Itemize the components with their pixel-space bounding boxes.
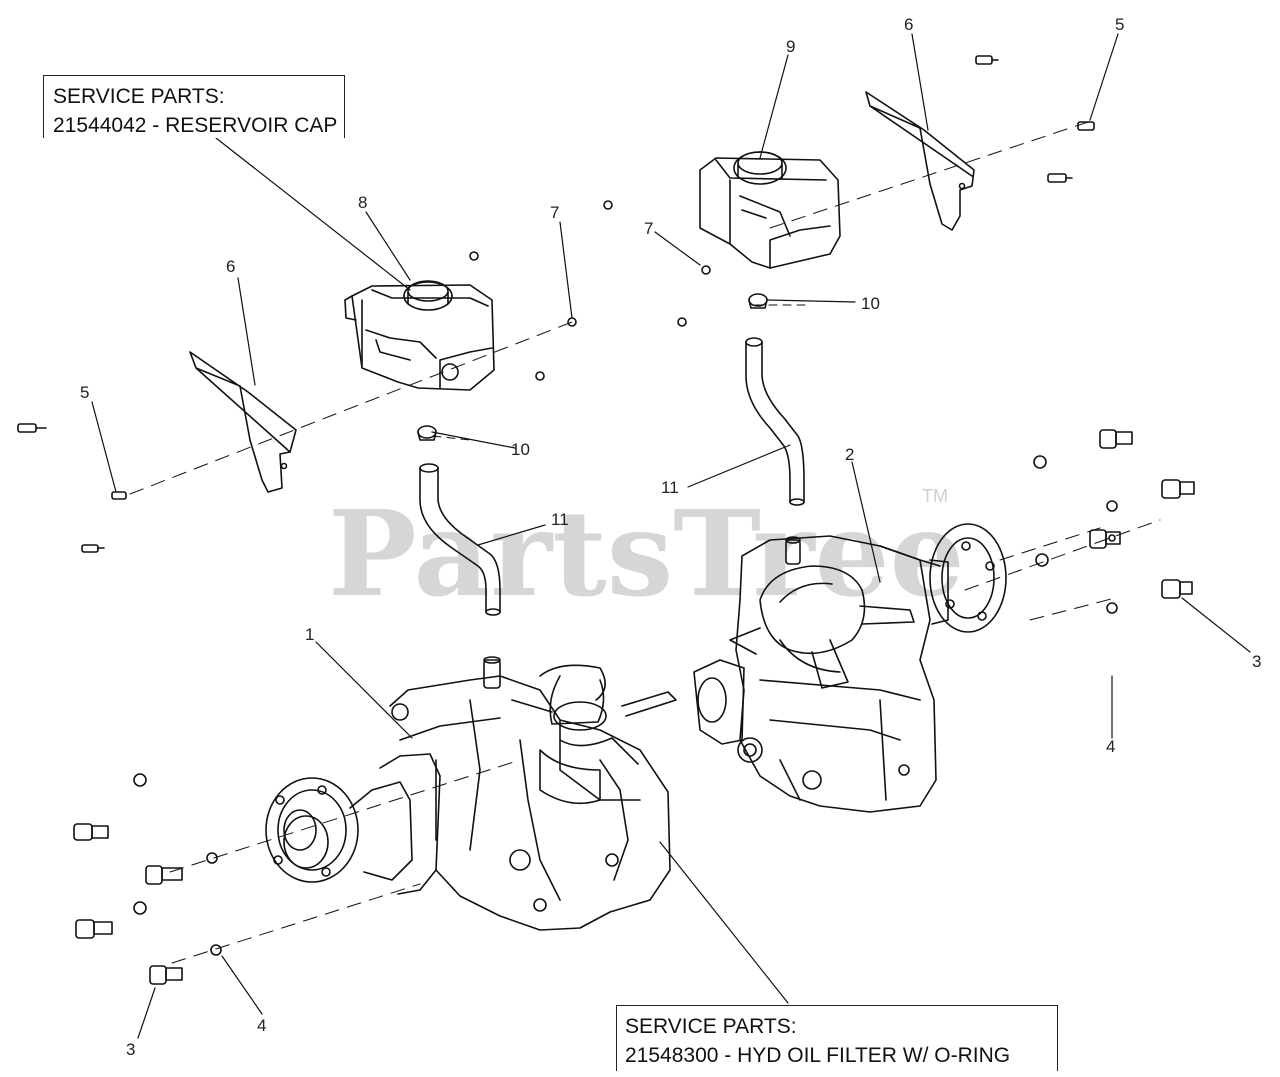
transaxle-right (693, 523, 1007, 813)
fitting-right (748, 293, 768, 309)
watermark-text: PartsTree (328, 484, 965, 623)
label-part-10: 10 (511, 440, 530, 459)
hose-right (745, 337, 805, 506)
bolt-small (111, 491, 127, 500)
label-part-1: 1 (305, 625, 314, 644)
callout-part-line: 21548300 - HYD OIL FILTER W/ O-RING (625, 1044, 1011, 1067)
label-part-11: 11 (661, 478, 679, 497)
label-part-5: 5 (80, 383, 89, 402)
label-part-5: 5 (1115, 15, 1124, 34)
bolt-small (1047, 173, 1073, 183)
bolt-large (145, 865, 183, 885)
label-part-8: 8 (358, 193, 367, 212)
bolt-large (1099, 429, 1133, 449)
bolt-small (81, 544, 105, 553)
hardware (17, 55, 1195, 985)
label-part-3: 3 (1252, 652, 1261, 671)
reservoir-tank-right (699, 151, 841, 269)
bracket-left (189, 351, 297, 493)
bolt-small (17, 423, 47, 433)
label-part-9: 9 (786, 37, 795, 56)
part-number-labels: 1 2 3 3 4 4 5 5 6 6 7 7 8 9 10 10 11 11 (80, 15, 1261, 1059)
leader-lines (91, 33, 1251, 1039)
bolt-large (1161, 579, 1193, 599)
label-part-7: 7 (644, 219, 653, 238)
hose-left (419, 463, 501, 616)
label-part-10: 10 (861, 294, 880, 313)
bolt-large (75, 919, 113, 939)
bolt-small (975, 55, 999, 65)
bracket-right (865, 91, 975, 231)
bolt-large (73, 823, 109, 841)
service-parts-callout-reservoir-cap: SERVICE PARTS: 21544042 - RESERVOIR CAP (43, 75, 345, 138)
label-part-2: 2 (845, 445, 854, 464)
callout-part-line: 21544042 - RESERVOIR CAP (53, 114, 338, 137)
label-part-11: 11 (551, 510, 569, 529)
bolt-large (1089, 529, 1121, 549)
fitting-left (417, 425, 437, 441)
label-part-6: 6 (226, 257, 235, 276)
label-part-4: 4 (257, 1016, 266, 1035)
watermark: PartsTree TM (328, 484, 965, 623)
transaxle-left (265, 656, 677, 931)
reservoir-tank-left (344, 280, 495, 391)
bolt-large (1161, 479, 1195, 499)
service-parts-callout-oil-filter: SERVICE PARTS: 21548300 - HYD OIL FILTER… (616, 1005, 1058, 1071)
callout-heading: SERVICE PARTS: (53, 85, 225, 108)
watermark-trademark: TM (922, 486, 948, 506)
label-part-3: 3 (126, 1040, 135, 1059)
bolt-small (1077, 121, 1095, 131)
bolt-large (149, 965, 183, 985)
label-part-4: 4 (1106, 737, 1115, 756)
label-part-6: 6 (904, 15, 913, 34)
callout-heading: SERVICE PARTS: (625, 1015, 797, 1038)
label-part-7: 7 (550, 203, 559, 222)
